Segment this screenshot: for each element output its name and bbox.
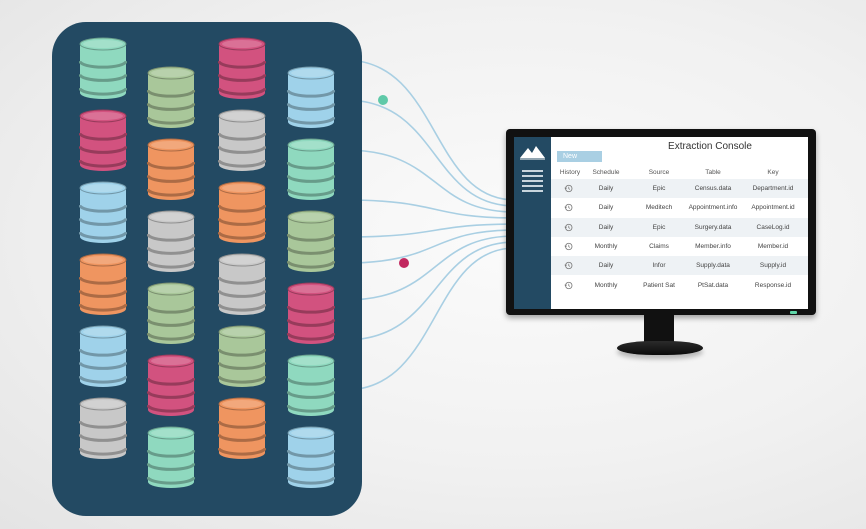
mountain-logo-icon: [520, 146, 545, 160]
table-row[interactable]: Daily Meditech Appointment.info Appointment…: [551, 198, 808, 217]
database-cylinder-icon: [287, 210, 335, 272]
cell-source: Claims: [649, 242, 669, 250]
database-cylinder-icon: [79, 37, 127, 99]
monitor: New Extraction Console History Schedule …: [506, 129, 816, 315]
column-header-history: History: [559, 169, 581, 176]
cell-source: Epic: [652, 185, 666, 192]
database-cylinder-icon: [147, 138, 195, 200]
database-cylinder-icon: [287, 426, 335, 488]
cell-schedule: Daily: [598, 185, 614, 192]
database-cylinder-icon: [218, 397, 266, 459]
history-clock-icon[interactable]: [564, 281, 573, 290]
cell-key: Appointment.id: [751, 204, 795, 212]
cell-key: Response.id: [754, 281, 792, 289]
cell-schedule: Monthly: [594, 242, 618, 250]
cell-key: Department.id: [752, 185, 794, 192]
database-cylinder-icon: [147, 282, 195, 344]
new-button[interactable]: New: [557, 151, 602, 162]
database-cylinder-icon: [218, 253, 266, 315]
table-row[interactable]: Daily Infor Supply.data Supply.id: [551, 256, 808, 276]
cell-key: Supply.id: [759, 262, 787, 270]
cell-table: Appointment.info: [688, 204, 738, 212]
database-cylinder-icon: [79, 253, 127, 315]
cell-schedule: Monthly: [594, 281, 618, 289]
database-cylinder-icon: [218, 37, 266, 99]
table-row[interactable]: Monthly Patient Sat PtSat.data Response.id: [551, 276, 808, 295]
column-header-key: Key: [767, 169, 779, 176]
monitor-stand-neck: [644, 315, 674, 345]
database-cylinder-icon: [287, 282, 335, 344]
database-cylinder-icon: [287, 354, 335, 416]
database-cylinder-icon: [218, 181, 266, 243]
monitor-stand-base: [617, 341, 703, 355]
cell-table: Census.data: [694, 185, 732, 192]
data-node-dot: [378, 95, 388, 105]
database-cylinder-icon: [218, 325, 266, 387]
console-title: Extraction Console: [668, 141, 752, 152]
database-cylinder-icon: [287, 66, 335, 128]
cell-table: Supply.data: [696, 262, 730, 270]
database-cylinder-icon: [147, 210, 195, 272]
database-cylinder-icon: [218, 109, 266, 171]
cell-key: CaseLog.id: [756, 223, 790, 231]
history-clock-icon[interactable]: [564, 203, 573, 212]
database-cylinder-icon: [147, 354, 195, 416]
cell-schedule: Daily: [598, 223, 614, 231]
cell-schedule: Daily: [598, 262, 614, 270]
history-clock-icon[interactable]: [564, 261, 573, 270]
cell-schedule: Daily: [598, 204, 614, 212]
cell-source: Epic: [652, 223, 666, 231]
cell-source: Infor: [652, 262, 666, 270]
power-indicator: [790, 311, 797, 314]
database-cylinder-icon: [147, 66, 195, 128]
monitor-screen: New Extraction Console History Schedule …: [514, 137, 808, 309]
cell-table: PtSat.data: [697, 281, 729, 289]
history-clock-icon[interactable]: [564, 242, 573, 251]
database-cylinder-icon: [147, 426, 195, 488]
cell-table: Member.info: [695, 242, 731, 250]
column-header-table: Table: [705, 169, 721, 176]
history-clock-icon[interactable]: [564, 184, 573, 193]
console-sidebar: [514, 137, 551, 309]
database-cylinder-icon: [287, 138, 335, 200]
database-cylinder-icon: [79, 109, 127, 171]
cell-table: Surgery.data: [694, 223, 732, 231]
database-cylinder-icon: [79, 325, 127, 387]
cell-key: Member.id: [757, 242, 789, 250]
table-row[interactable]: Monthly Claims Member.info Member.id: [551, 237, 808, 256]
column-header-schedule: Schedule: [592, 169, 620, 176]
cell-source: Meditech: [645, 204, 673, 212]
database-cylinder-icon: [79, 181, 127, 243]
column-header-source: Source: [648, 169, 670, 176]
table-row[interactable]: Daily Epic Census.data Department.id: [551, 179, 808, 198]
history-clock-icon[interactable]: [564, 223, 573, 232]
database-cylinder-icon: [79, 397, 127, 459]
table-row[interactable]: Daily Epic Surgery.data CaseLog.id: [551, 217, 808, 237]
cell-source: Patient Sat: [643, 281, 675, 289]
data-node-dot: [399, 258, 409, 268]
